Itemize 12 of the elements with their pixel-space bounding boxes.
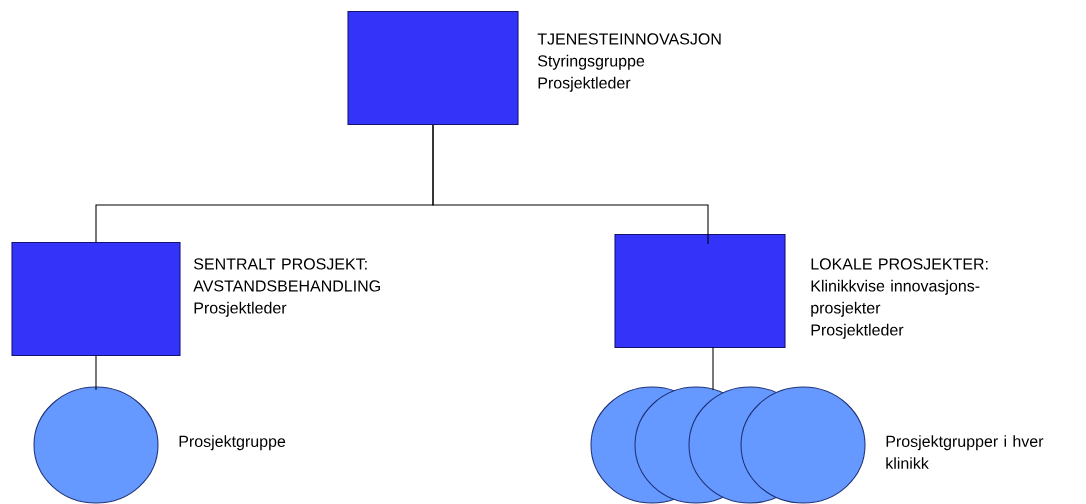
connector-line [712, 346, 714, 391]
connector-line [432, 124, 709, 245]
node-caption: TJENESTEINNOVASJON Styringsgruppe Prosjektleder [537, 33, 721, 92]
process-box [347, 10, 519, 126]
node-caption: Prosjektgrupper i hver klinikk [886, 435, 1044, 469]
connector-line [95, 354, 97, 391]
node-caption: SENTRALT PROSJEKT: AVSTANDSBEHANDLING Prosjektleder [193, 258, 380, 317]
node-caption: Prosjektgruppe [179, 435, 286, 451]
group-circle [33, 386, 159, 504]
process-box [11, 241, 181, 357]
node-caption: LOKALE PROSJEKTER: Klinikkvise innovasjons- prosjekter Prosjektleder [811, 258, 988, 339]
process-box [614, 233, 786, 349]
